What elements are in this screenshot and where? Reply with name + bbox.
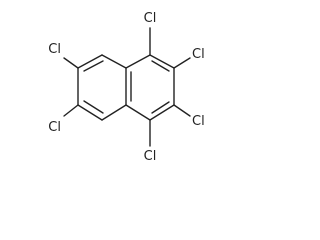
double-bond-inner xyxy=(151,60,170,72)
bond xyxy=(77,104,103,121)
chlorine-atom-label: Cl xyxy=(192,114,205,129)
bond-to-cl xyxy=(173,104,191,117)
bond xyxy=(101,104,127,121)
bond xyxy=(77,54,103,69)
double-bond-inner xyxy=(151,101,170,114)
bond-to-cl xyxy=(63,104,79,117)
bond-to-cl xyxy=(63,57,79,69)
bond xyxy=(149,104,175,121)
bond-to-cl xyxy=(173,57,191,69)
chlorine-atom-label: Cl xyxy=(48,120,61,135)
chlorine-atom-label: Cl xyxy=(144,11,157,26)
chlorine-atom-label: Cl xyxy=(192,47,205,62)
bond xyxy=(125,104,151,121)
chlorine-atom-label: Cl xyxy=(48,42,61,57)
chlorine-atom-label: Cl xyxy=(144,149,157,164)
double-bond-inner xyxy=(83,60,104,72)
bond xyxy=(125,54,151,69)
bond xyxy=(149,54,175,69)
molecule-structure: Cl Cl Cl Cl Cl Cl xyxy=(48,11,205,164)
double-bond-inner xyxy=(83,100,104,114)
bond xyxy=(101,54,127,69)
